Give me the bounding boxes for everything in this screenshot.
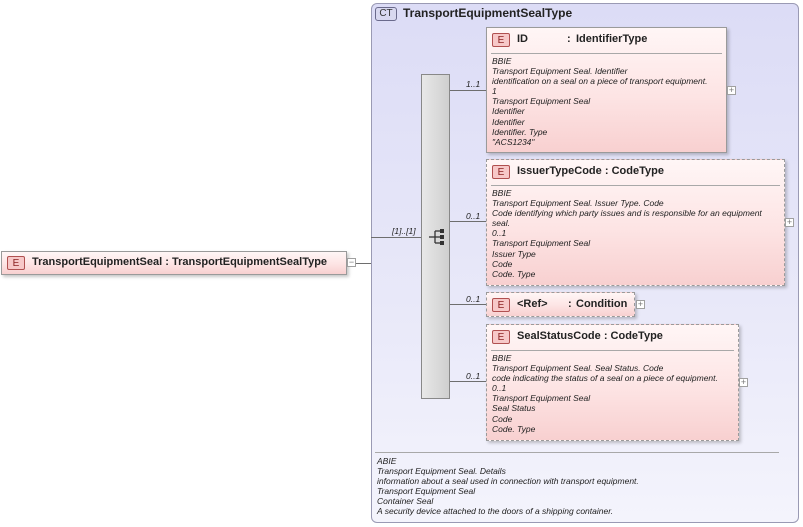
element-sealstatuscode-box[interactable]: E SealStatusCode : CodeType BBIE Transpo… bbox=[486, 324, 739, 441]
connector-ref bbox=[450, 304, 486, 305]
collapse-toggle-icon[interactable]: − bbox=[347, 257, 356, 267]
type-separator: : bbox=[604, 165, 609, 177]
expand-id-icon[interactable]: + bbox=[727, 85, 736, 95]
expand-sealstatuscode-icon[interactable]: + bbox=[739, 377, 748, 387]
type-separator: : bbox=[165, 256, 169, 268]
root-element-type: TransportEquipmentSealType bbox=[172, 256, 328, 268]
complex-type-title: TransportEquipmentSealType bbox=[403, 6, 573, 20]
root-element-name: TransportEquipmentSeal bbox=[32, 256, 163, 268]
issuertypecode-cardinality: 0..1 bbox=[466, 211, 481, 221]
type-separator: : bbox=[603, 330, 608, 342]
id-cardinality: 1..1 bbox=[466, 79, 481, 89]
element-ref-condition-box[interactable]: E <Ref> : Condition bbox=[486, 292, 635, 317]
complex-type-annotation: ABIE Transport Equipment Seal. Details i… bbox=[377, 456, 639, 517]
element-sealstatuscode-type: CodeType bbox=[610, 330, 663, 342]
element-id-name: ID bbox=[517, 33, 528, 45]
element-sealstatuscode-annotation: BBIE Transport Equipment Seal. Seal Stat… bbox=[492, 353, 718, 434]
element-sealstatuscode-label: SealStatusCode : CodeType bbox=[517, 330, 663, 342]
root-element-box[interactable]: E TransportEquipmentSeal : TransportEqui… bbox=[1, 251, 347, 275]
element-issuertypecode-name: IssuerTypeCode bbox=[517, 165, 602, 177]
sequence-compositor[interactable] bbox=[421, 74, 450, 399]
sequence-icon bbox=[429, 229, 444, 245]
element-id-box[interactable]: E ID : IdentifierType BBIE Transport Equ… bbox=[486, 27, 727, 153]
element-separator bbox=[491, 350, 734, 351]
element-badge-icon: E bbox=[7, 256, 25, 270]
connector-panel-to-sequence bbox=[371, 237, 421, 238]
element-separator bbox=[491, 185, 780, 186]
element-issuertypecode-label: IssuerTypeCode : CodeType bbox=[517, 165, 664, 177]
element-id-annotation: BBIE Transport Equipment Seal. Identifie… bbox=[492, 56, 708, 147]
root-element-label: TransportEquipmentSeal : TransportEquipm… bbox=[32, 256, 327, 268]
sealstatuscode-cardinality: 0..1 bbox=[466, 371, 481, 381]
connector-root-to-sequence bbox=[356, 263, 371, 264]
element-ref-name: <Ref> bbox=[517, 298, 548, 310]
element-sealstatuscode-name: SealStatusCode bbox=[517, 330, 601, 342]
element-badge-icon: E bbox=[492, 33, 510, 47]
expand-issuertypecode-icon[interactable]: + bbox=[785, 217, 794, 227]
element-badge-icon: E bbox=[492, 330, 510, 344]
type-separator: : bbox=[567, 33, 571, 45]
type-separator: : bbox=[568, 298, 572, 310]
element-issuertypecode-annotation: BBIE Transport Equipment Seal. Issuer Ty… bbox=[492, 188, 762, 279]
element-separator bbox=[491, 53, 722, 54]
element-ref-type: Condition bbox=[576, 298, 628, 310]
connector-id bbox=[450, 90, 486, 91]
element-issuertypecode-type: CodeType bbox=[611, 165, 664, 177]
element-badge-icon: E bbox=[492, 298, 510, 312]
ref-cardinality: 0..1 bbox=[466, 294, 481, 304]
connector-sealstatuscode bbox=[450, 381, 486, 382]
connector-issuertypecode bbox=[450, 221, 486, 222]
complex-type-annotation-separator bbox=[375, 452, 779, 453]
element-id-type: IdentifierType bbox=[576, 33, 648, 45]
sequence-cardinality: [1]..[1] bbox=[392, 226, 416, 236]
expand-ref-icon[interactable]: + bbox=[636, 299, 645, 309]
complex-type-badge-icon: CT bbox=[375, 7, 397, 21]
element-issuertypecode-box[interactable]: E IssuerTypeCode : CodeType BBIE Transpo… bbox=[486, 159, 785, 286]
element-badge-icon: E bbox=[492, 165, 510, 179]
